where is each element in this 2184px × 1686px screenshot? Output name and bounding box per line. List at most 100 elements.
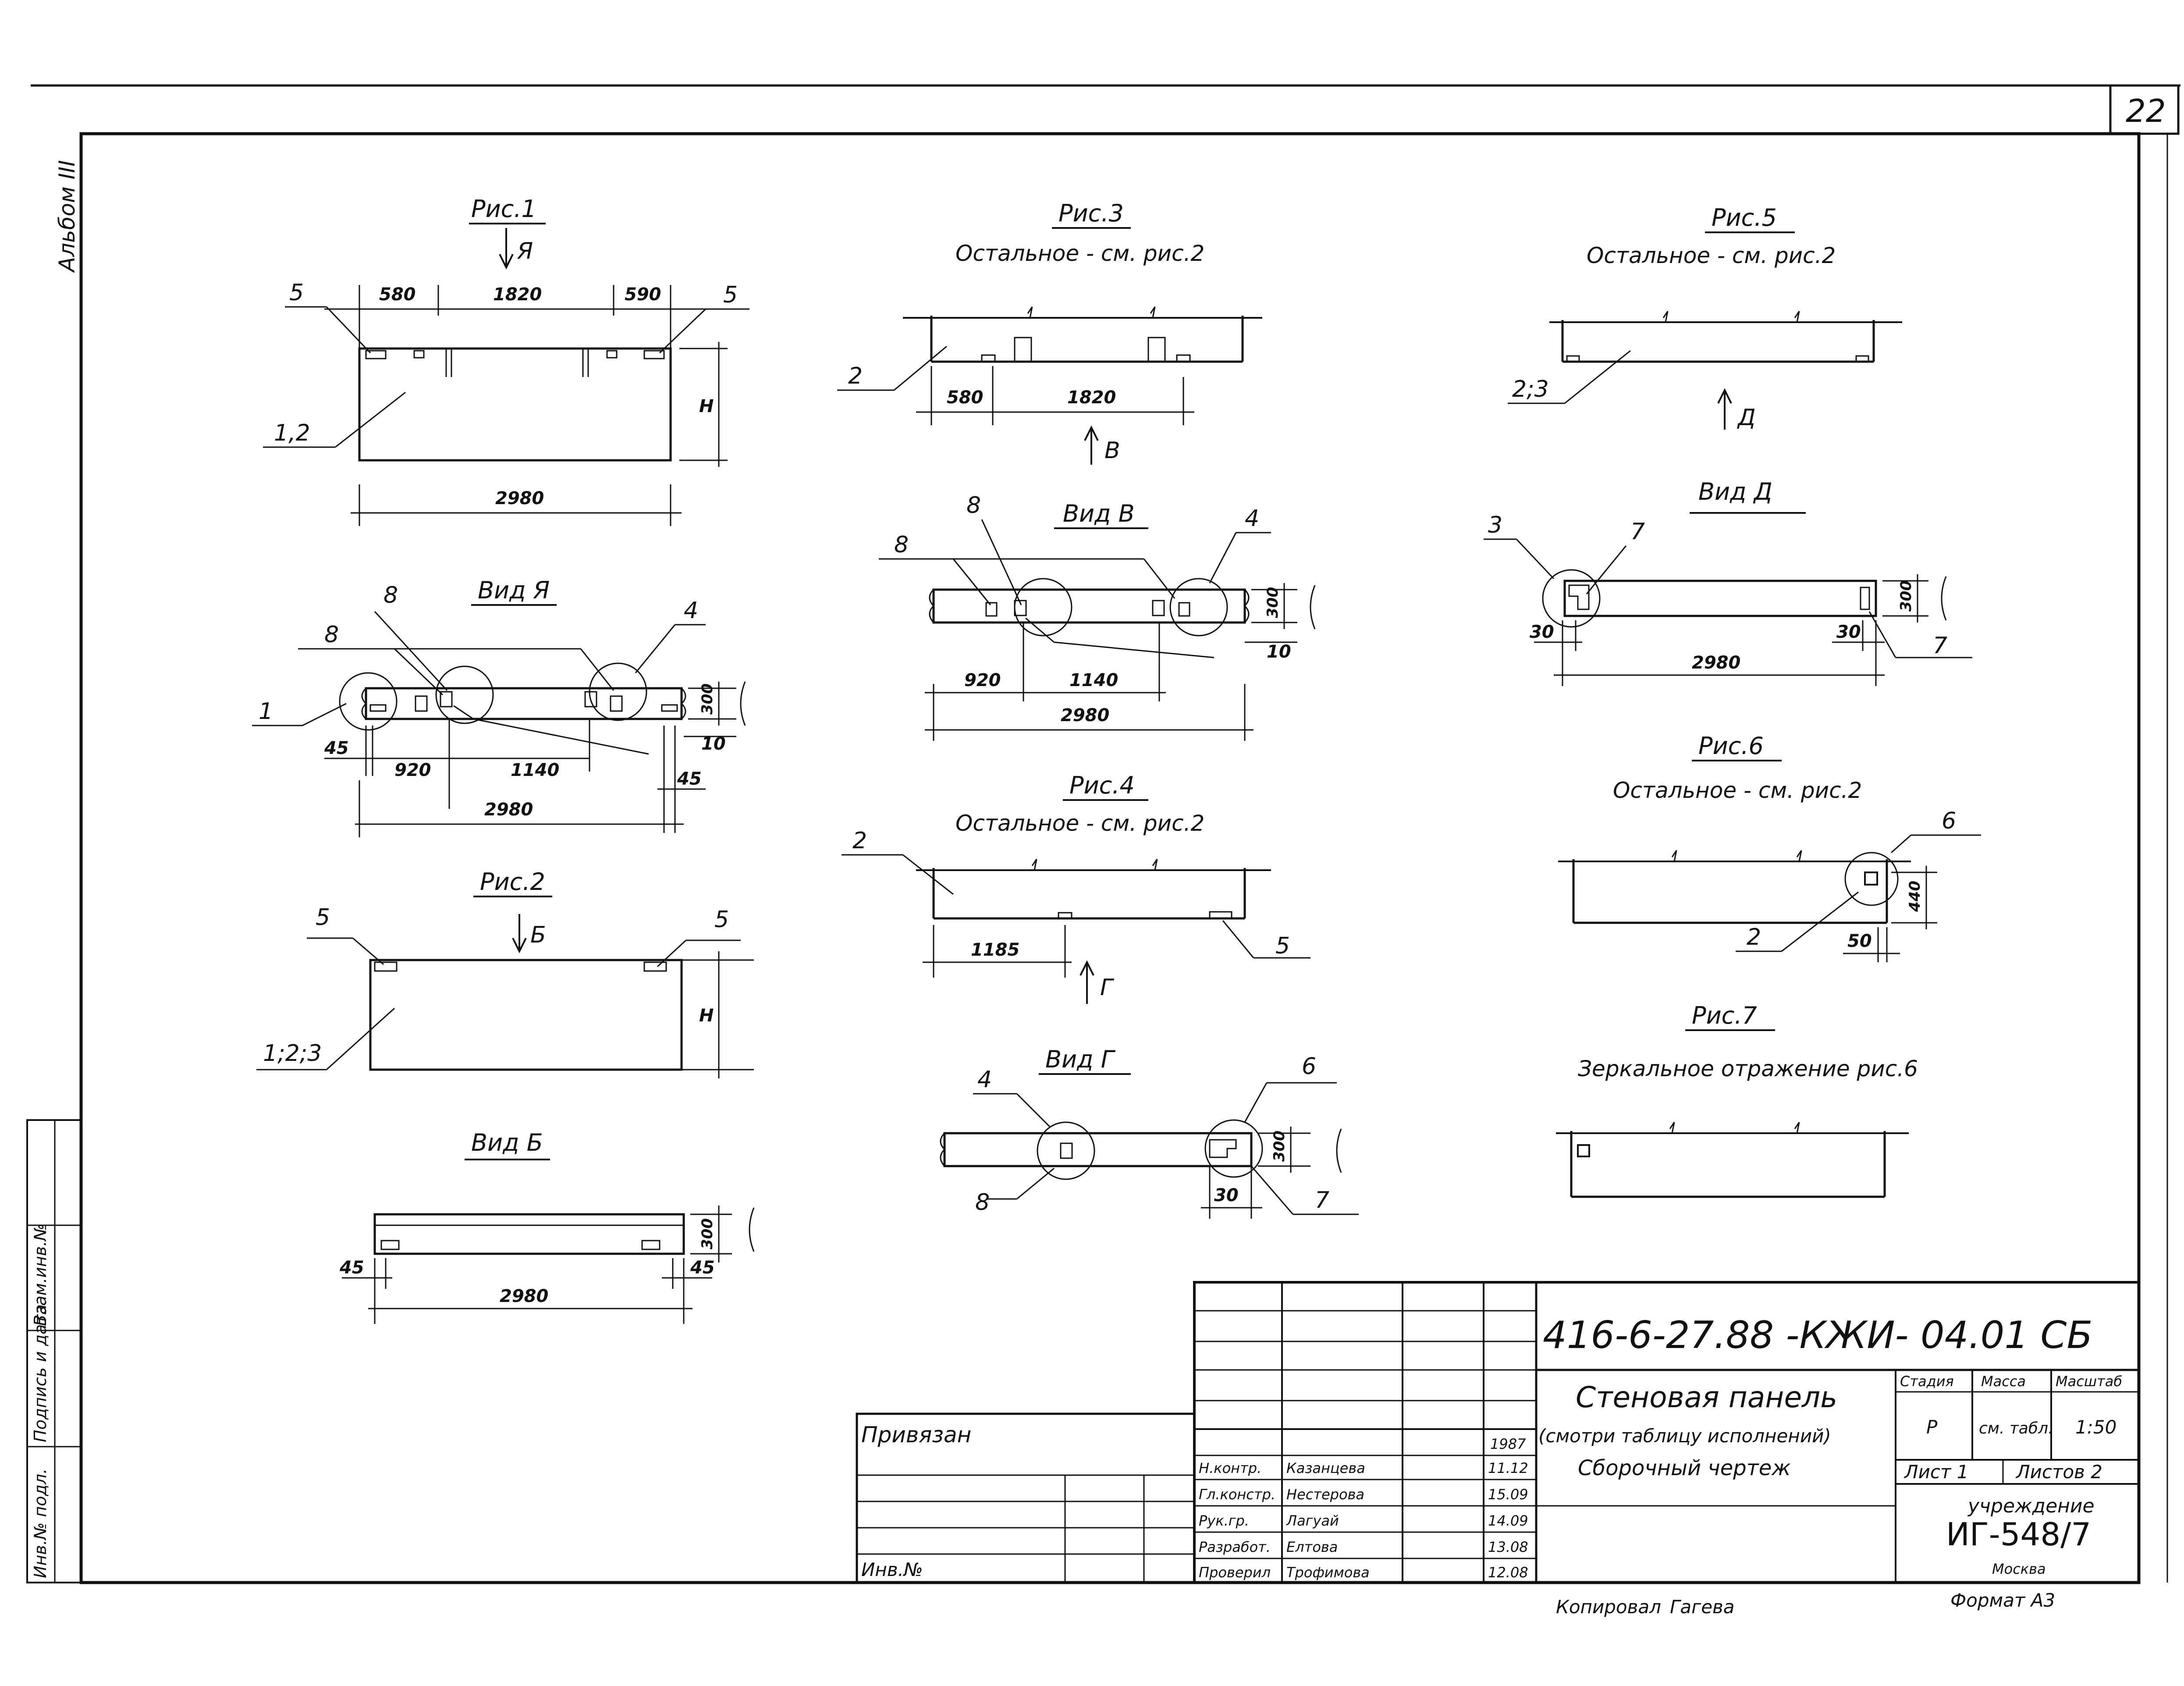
fig5-label-body: 2;3 [1512, 376, 1549, 402]
org-name: учреждение [1967, 1495, 2095, 1517]
footer-copied: Копировал [1556, 1596, 1661, 1618]
fig1-label-body: 1,2 [274, 420, 310, 446]
strip-sign: Подпись и дата [31, 1304, 50, 1442]
fig5-title: Рис.5 [1712, 204, 1777, 231]
fig5-arrow: Д [1737, 405, 1756, 431]
viewA-dim-small: 10 [701, 734, 726, 754]
viewB-dim-left: 45 [339, 1258, 364, 1278]
fig1: Рис.1 Я 580 1820 590 5 5 H [263, 195, 749, 526]
fig6-label-6: 6 [1942, 808, 1956, 834]
viewD-label-3: 3 [1488, 512, 1502, 538]
viewA-dim-thick: 300 [699, 683, 716, 715]
fig6-dim-h: 440 [1906, 881, 1924, 912]
fig4: Рис.4 Остальное - см. рис.2 2 5 1185 Г [842, 772, 1310, 1004]
value-mass: см. табл. [1979, 1419, 2053, 1437]
tb-row3-name: Лагуай [1286, 1512, 1339, 1529]
viewA-dim-a: 920 [394, 760, 431, 780]
viewA-label-8b: 8 [384, 582, 398, 608]
viewA-dim-total: 2980 [484, 800, 533, 820]
viewV-label-8a: 8 [894, 532, 909, 558]
viewB-title: Вид Б [471, 1129, 543, 1156]
footer-format: Формат А3 [1950, 1590, 2055, 1611]
viewG-dim-small: 30 [1214, 1185, 1239, 1206]
viewD-dim-right: 30 [1836, 622, 1861, 642]
viewD-label-7b: 7 [1933, 633, 1947, 659]
fig1-dim-height: H [699, 396, 714, 416]
tb-row4-name: Елтова [1286, 1539, 1338, 1555]
fig6-dim-w: 50 [1847, 931, 1872, 951]
viewA-label-8a: 8 [324, 622, 339, 648]
viewV-dim-thick: 300 [1264, 587, 1282, 618]
fig1-title: Рис.1 [471, 195, 536, 223]
view-d: Вид Д 3 7 7 300 30 30 2980 [1484, 478, 1972, 686]
fig3-label-body: 2 [848, 363, 863, 389]
tb-row2-date: 15.09 [1488, 1486, 1528, 1503]
viewV-dim-a: 920 [964, 670, 1001, 690]
viewV-label-8b: 8 [966, 492, 981, 519]
fig3-dim-a: 580 [947, 388, 984, 408]
viewG-label-7: 7 [1315, 1187, 1329, 1213]
fig2: Рис.2 Б 5 5 H 1;2;3 [256, 868, 754, 1078]
viewV-dim-b: 1140 [1069, 670, 1118, 690]
page-number: 22 [2126, 92, 2166, 129]
value-stage: Р [1926, 1416, 1938, 1438]
bound-inv: Инв.№ [861, 1559, 923, 1580]
strip-inv: Инв.№ подл. [31, 1469, 50, 1578]
header-stage: Стадия [1900, 1373, 1954, 1390]
tb-row2-role: Гл.констр. [1199, 1486, 1275, 1503]
fig2-label-body: 1;2;3 [263, 1040, 322, 1067]
bound-block [856, 1412, 1196, 1584]
header-scale: Масштаб [2056, 1373, 2122, 1390]
viewG-label-4: 4 [977, 1067, 992, 1093]
fig2-arrow: Б [530, 922, 546, 948]
sheet-number: Лист 1 [1903, 1461, 1969, 1483]
tb-row5-role: Проверил [1199, 1564, 1271, 1581]
tb-row4-role: Разработ. [1199, 1539, 1271, 1555]
fig7-subtitle: Зеркальное отражение рис.6 [1578, 1056, 1918, 1081]
viewD-title: Вид Д [1698, 478, 1772, 505]
fig3-title: Рис.3 [1058, 199, 1124, 227]
tb-row3-role: Рук.гр. [1199, 1512, 1249, 1529]
tb-row1-role: Н.контр. [1199, 1460, 1261, 1476]
year: 1987 [1490, 1436, 1526, 1452]
footer-copier: Гагева [1670, 1596, 1735, 1618]
viewV-dim-total: 2980 [1061, 705, 1109, 726]
fig2-label-right: 5 [714, 907, 729, 933]
view-v: Вид В 8 8 4 300 10 920 1140 [879, 492, 1316, 741]
fig1-arrow: Я [517, 238, 533, 264]
album-label: Альбом III [54, 160, 80, 273]
doc-name: Стеновая панель [1576, 1380, 1837, 1414]
tb-row5-date: 12.08 [1488, 1564, 1528, 1581]
fig1-dim-left: 580 [379, 285, 416, 305]
fig2-dim-height: H [699, 1006, 714, 1026]
fig6-subtitle: Остальное - см. рис.2 [1613, 778, 1862, 803]
view-a: Вид Я 1 8 8 4 300 10 [252, 576, 746, 837]
viewA-title: Вид Я [478, 576, 550, 604]
fig3-arrow: В [1104, 438, 1120, 464]
viewD-label-7a: 7 [1630, 519, 1645, 545]
fig4-label-right: 5 [1275, 933, 1290, 959]
fig4-dim-a: 1185 [971, 940, 1019, 960]
tb-row4-date: 13.08 [1488, 1539, 1528, 1555]
fig1-dim-middle: 1820 [493, 285, 542, 305]
fig6-label-2: 2 [1747, 924, 1761, 950]
view-g: Вид Г 4 8 6 7 300 30 [940, 1046, 1359, 1219]
fig5-subtitle: Остальное - см. рис.2 [1587, 243, 1836, 268]
viewG-dim-thick: 300 [1271, 1131, 1288, 1162]
viewD-dim-thick: 300 [1897, 580, 1915, 612]
fig3-subtitle: Остальное - см. рис.2 [955, 241, 1204, 266]
viewG-label-8: 8 [975, 1189, 990, 1216]
fig7: Рис.7 Зеркальное отражение рис.6 [1556, 1002, 1918, 1198]
tb-row1-name: Казанцева [1286, 1460, 1365, 1476]
fig4-title: Рис.4 [1069, 772, 1135, 799]
viewV-title: Вид В [1063, 500, 1135, 527]
tb-row2-name: Нестерова [1286, 1486, 1364, 1503]
fig1-label-right: 5 [723, 282, 738, 308]
viewB-dim-thick: 300 [699, 1218, 716, 1249]
fig6-title: Рис.6 [1698, 732, 1764, 760]
header-mass: Масса [1981, 1373, 2026, 1390]
viewV-label-4: 4 [1245, 505, 1259, 532]
viewD-dim-total: 2980 [1692, 653, 1740, 673]
viewD-dim-left: 30 [1530, 622, 1554, 642]
